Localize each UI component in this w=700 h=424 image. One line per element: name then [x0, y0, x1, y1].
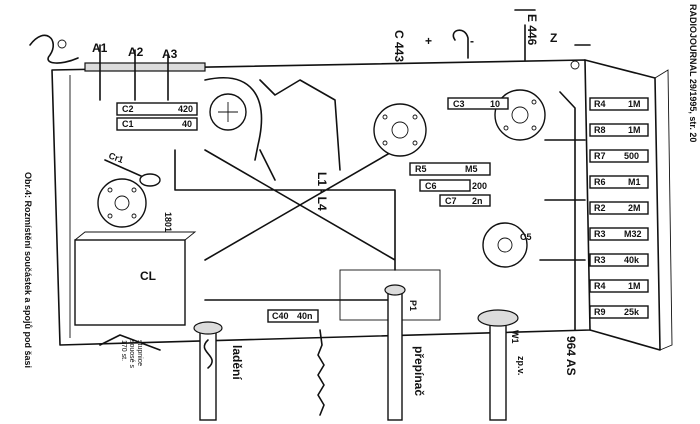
capacitor-c3 [447, 97, 509, 110]
switch-shaft[interactable] [387, 289, 403, 421]
r9-label: R9 [594, 307, 606, 317]
r8-value: 1M [628, 125, 641, 135]
c40-label: C40 [272, 311, 289, 321]
w1-label: W1 [510, 330, 520, 344]
terminal-a2: A2 [128, 45, 144, 59]
terminal-a3: A3 [162, 47, 178, 61]
resistor-bank-r2 [589, 201, 649, 215]
resistor-bank-r4b [589, 279, 649, 293]
c2-label: C2 [122, 104, 134, 114]
side-panel [584, 59, 661, 351]
resistor-bank-r3a [589, 227, 649, 241]
tuning-label: ladění [230, 345, 244, 380]
tube-e446-label: E 446 [525, 14, 539, 46]
r6-value: M1 [628, 177, 641, 187]
c40-value: 40n [297, 311, 313, 321]
resistor-bank-r3b [589, 253, 649, 267]
c3-value: 10 [490, 99, 500, 109]
terminal-minus: - [470, 34, 474, 48]
resistor-r5 [409, 162, 491, 176]
r3b-label: R3 [594, 255, 606, 265]
capacitor-c6 [419, 179, 471, 192]
tube-c443-socket [373, 103, 427, 157]
tuning-shaft[interactable] [199, 329, 217, 421]
r5-value: M5 [465, 164, 478, 174]
figure-caption: Obr.4: Rozmístění součástek a spojů pod … [23, 172, 33, 368]
speaker-lead [452, 29, 469, 59]
c6-value: 200 [472, 181, 487, 191]
r4b-value: 1M [628, 281, 641, 291]
r3a-label: R3 [594, 229, 606, 239]
resistor-bank-r6 [589, 175, 649, 189]
tube-1801-label: 1801 [163, 212, 173, 232]
twisted-lead [317, 329, 325, 416]
r9-value: 25k [624, 307, 640, 317]
r2-value: 2M [628, 203, 641, 213]
coil-l1-l4-wiring [174, 149, 396, 271]
c1-label: C1 [122, 119, 134, 129]
r8-label: R8 [594, 125, 606, 135]
r3a-value: M32 [624, 229, 642, 239]
scale-label-3: 170 st. [120, 340, 127, 361]
cl-label: CL [140, 269, 156, 283]
capacitor-c40 [267, 309, 319, 323]
side-panel-edge [654, 69, 673, 351]
scale-label-1: stupnice [136, 340, 143, 366]
r6-label: R6 [594, 177, 606, 187]
terminal-a1: A1 [92, 41, 108, 55]
tube-964as-socket [482, 222, 528, 268]
resistor-bank-r9 [589, 305, 649, 319]
r4a-value: 1M [628, 99, 641, 109]
c6-label: C6 [425, 181, 437, 191]
capacitor-c1 [116, 117, 198, 131]
c5-label: C5 [520, 232, 532, 242]
r2-label: R2 [594, 203, 606, 213]
capacitor-c2 [116, 102, 198, 116]
volume-label: zp.v. [516, 356, 526, 375]
r4a-label: R4 [594, 99, 606, 109]
tube-c443-label: C 443 [392, 30, 406, 62]
coil-label: L1 - L4 [315, 172, 329, 211]
r7-label: R7 [594, 151, 606, 161]
capacitor-c7 [439, 194, 491, 207]
resistor-bank-r8 [589, 123, 649, 137]
terminal-z: Z [550, 31, 557, 45]
c3-label: C3 [453, 99, 465, 109]
volume-shaft[interactable] [489, 319, 507, 421]
ground-lead [29, 34, 79, 64]
c2-value: 420 [178, 104, 193, 114]
resistor-bank-r7 [589, 149, 649, 163]
resistor-bank-r4a [589, 97, 649, 111]
c7-label: C7 [445, 196, 457, 206]
switch-label: přepínač [412, 346, 426, 396]
p1-label: P1 [408, 300, 418, 311]
terminal-plus: + [425, 34, 432, 48]
journal-header: RADIOJOURNAL 29/1995, str. 20 [688, 4, 698, 142]
r3b-value: 40k [624, 255, 640, 265]
tube-964as-label: 964 AS [564, 336, 578, 376]
c1-value: 40 [182, 119, 192, 129]
cr1-label: Cr1 [107, 150, 125, 165]
choke-cl-block [74, 239, 186, 326]
r7-value: 500 [624, 151, 639, 161]
r4b-label: R4 [594, 281, 606, 291]
r5-label: R5 [415, 164, 427, 174]
scale-label-2: souosé s [128, 340, 135, 369]
tube-1801-socket [97, 178, 147, 228]
c7-value: 2n [472, 196, 483, 206]
terminal-strip [84, 62, 206, 72]
